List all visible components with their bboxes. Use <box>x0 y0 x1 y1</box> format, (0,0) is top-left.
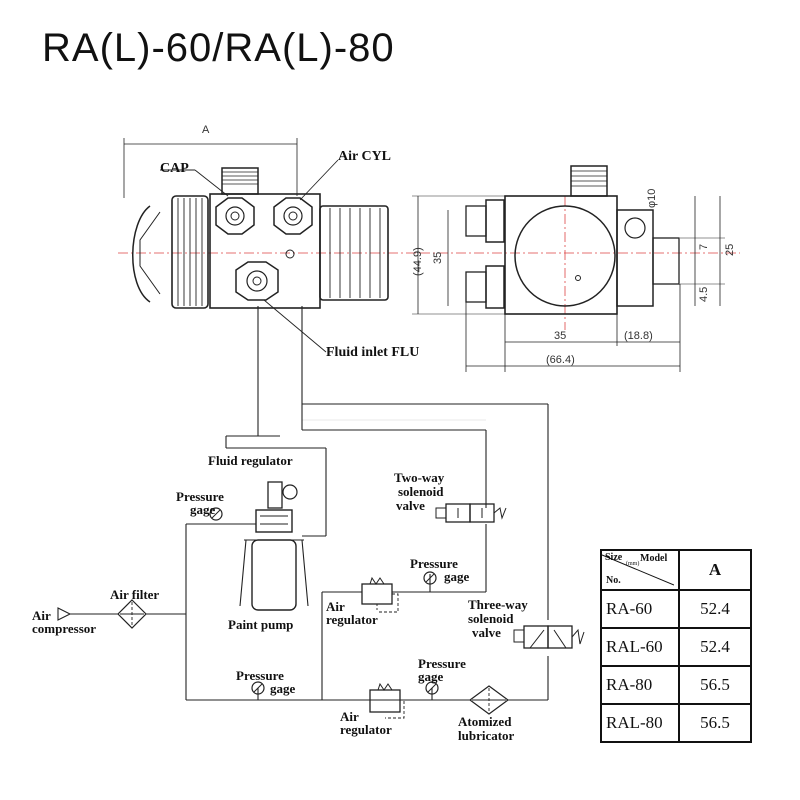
table-cell-model: RAL-80 <box>600 703 680 743</box>
two-way-solenoid-valve-symbol <box>435 503 507 523</box>
air-cyl-label: Air CYL <box>338 149 392 164</box>
air-compressor-label-1: Air <box>32 608 51 623</box>
fluid-regulator-label: Fluid regulator <box>208 453 293 468</box>
three-way-valve-label-3: valve <box>472 625 501 640</box>
pressure-gage-label-4b: gage <box>418 669 444 684</box>
air-compressor-label-2: compressor <box>32 621 97 636</box>
table-cell-model: RA-80 <box>600 665 680 705</box>
air-filter-label: Air filter <box>110 587 160 602</box>
piping-schematic <box>70 306 549 701</box>
dimension-35-vertical-label: 35 <box>432 251 444 264</box>
paint-pump-symbol <box>239 481 309 611</box>
three-way-valve-label-2: solenoid <box>468 611 514 626</box>
dimension-35-horizontal-label: 35 <box>554 330 567 342</box>
table-header-size: Size <box>605 552 623 563</box>
table-header-unit: (mm) <box>626 561 640 567</box>
table-header-a: A <box>678 549 752 591</box>
cap-label: CAP <box>160 161 189 176</box>
pressure-gage-label-3b: gage <box>270 681 296 696</box>
table-row: RA-60 52.4 <box>600 589 752 629</box>
pressure-gage-label-3: Pressure <box>236 668 284 683</box>
table-cell-a: 52.4 <box>678 589 752 629</box>
table-header-no: No. <box>606 575 621 586</box>
table-row: RAL-80 56.5 <box>600 703 752 743</box>
pressure-gage-label-1b: gage <box>190 502 216 517</box>
dimension-a-label: A <box>202 124 210 136</box>
paint-pump-label: Paint pump <box>228 617 294 632</box>
air-regulator-symbol <box>361 576 405 719</box>
table-cell-a: 52.4 <box>678 627 752 667</box>
pressure-gage-label-2b: gage <box>444 569 470 584</box>
dimension-spec-table: Size (mm) Model No. A RA-60 52.4 RAL-60 … <box>600 549 752 743</box>
atomized-lubricator-label-1: Atomized <box>458 714 512 729</box>
two-way-valve-label-3: valve <box>396 498 425 513</box>
table-row: RA-80 56.5 <box>600 665 752 705</box>
fluid-inlet-label: Fluid inlet FLU <box>326 345 420 360</box>
table-row: RAL-60 52.4 <box>600 627 752 667</box>
pressure-gage-label-1: Pressure <box>176 489 224 504</box>
gun-side-view <box>412 165 740 372</box>
dimension-phi10-label: φ10 <box>646 188 658 208</box>
two-way-valve-label-2: solenoid <box>398 484 444 499</box>
table-header-corner: Size (mm) Model No. <box>600 549 680 591</box>
table-header-row: Size (mm) Model No. A <box>600 549 752 591</box>
pressure-gage-label-4: Pressure <box>418 656 466 671</box>
table-header-diagonal <box>602 554 674 586</box>
pressure-gage-symbol <box>209 507 439 695</box>
table-cell-model: RAL-60 <box>600 627 680 667</box>
table-cell-a: 56.5 <box>678 703 752 743</box>
air-compressor-symbol <box>57 607 72 621</box>
gun-front-view <box>118 138 420 353</box>
dimension-25-label: 25 <box>724 243 736 256</box>
three-way-valve-label-1: Three-way <box>468 597 528 612</box>
dimension-7-label: 7 <box>698 243 710 250</box>
dimension-4-5-label: 4.5 <box>698 286 710 302</box>
two-way-valve-label-1: Two-way <box>394 470 445 485</box>
table-header-model: Model <box>640 553 668 564</box>
air-filter-symbol <box>117 599 147 629</box>
dimension-44-9-label: (44.9) <box>412 247 424 276</box>
dimension-18-8-label: (18.8) <box>624 330 653 342</box>
air-regulator-label-1b: regulator <box>326 612 378 627</box>
three-way-solenoid-valve-symbol <box>513 625 585 649</box>
table-cell-a: 56.5 <box>678 665 752 705</box>
air-regulator-label-2: Air <box>340 709 359 724</box>
atomized-lubricator-symbol <box>468 685 510 715</box>
air-regulator-label-1: Air <box>326 599 345 614</box>
page-title: RA(L)-60/RA(L)-80 <box>42 26 395 70</box>
pressure-gage-label-2: Pressure <box>410 556 458 571</box>
air-regulator-label-2b: regulator <box>340 722 392 737</box>
table-cell-model: RA-60 <box>600 589 680 629</box>
dimension-66-4-label: (66.4) <box>546 354 575 366</box>
atomized-lubricator-label-2: lubricator <box>458 728 515 743</box>
